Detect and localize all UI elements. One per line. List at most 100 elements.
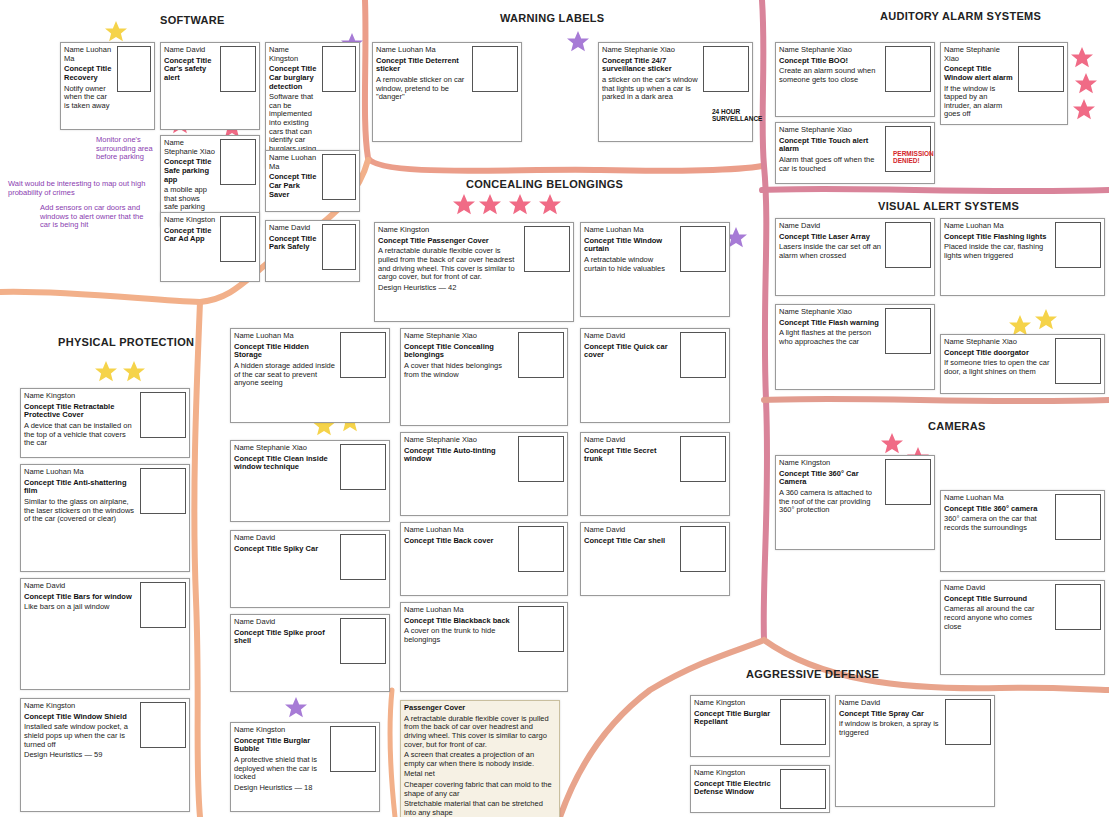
sketch-frame [330, 726, 376, 772]
concept-card: Name DavidConcept Title Park Safely [265, 220, 360, 282]
sketch-frame [1055, 584, 1101, 630]
card-text: if window is broken, a spray is triggere… [839, 720, 941, 737]
author-name: Name Kingston [269, 46, 318, 63]
card-text: If someone tries to open the car door, a… [944, 359, 1051, 376]
concept-card: Name KingstonConcept Title Passenger Cov… [374, 222, 574, 322]
text-column: Name DavidConcept Title Car's safety ale… [164, 46, 216, 83]
concept-card: Name Luohan MaConcept Title Window curta… [580, 222, 730, 317]
author-name: Name Luohan Ma [269, 154, 318, 171]
sketch-frame [885, 126, 931, 172]
sketch-frame [524, 226, 570, 272]
card-text: a sticker on the car's window that light… [602, 76, 699, 102]
concept-title: Concept Title 24/7 surveillance sticker [602, 57, 699, 74]
concept-card: Name Luohan MaConcept Title RecoveryNoti… [60, 42, 155, 130]
card-text: Design Heuristics — 18 [234, 784, 326, 793]
author-name: Name Stephanie Xiao [404, 436, 514, 445]
boundary-line [194, 302, 200, 817]
concept-title: Concept Title Electric Defense Window [694, 780, 776, 797]
text-column: Name KingstonConcept Title Electric Defe… [694, 769, 776, 797]
text-column: Name Stephanie XiaoConcept Title Auto-ti… [404, 436, 514, 464]
card-text: A retractable durable flexible cover is … [378, 247, 520, 282]
concept-title: Concept Title Park Safely [269, 235, 318, 252]
author-name: Name Kingston [694, 699, 776, 708]
card-text: Design Heuristics — 59 [24, 751, 136, 760]
sketch-frame [472, 46, 518, 92]
author-name: Name Stephanie Xiao [944, 338, 1051, 347]
author-name: Name Stephanie Xiao [779, 308, 881, 317]
card-text: Alarm that goes off when the car is touc… [779, 156, 881, 173]
vote-stars [95, 21, 1097, 803]
text-column: Name DavidConcept Title Quick car cover [584, 332, 676, 360]
region-heading: PHYSICAL PROTECTION [58, 336, 194, 349]
concept-card: Name KingstonConcept Title Window Shield… [20, 698, 190, 812]
sketch-frame [885, 222, 931, 268]
concept-card: Name Luohan MaConcept Title Back cover [400, 522, 568, 596]
card-text: A retractable durable flexible cover is … [404, 715, 552, 750]
author-name: Name Luohan Ma [376, 46, 468, 55]
card-text: A 360 camera is attached to the roof of … [779, 489, 881, 515]
text-column: Name Luohan MaConcept Title Hidden Stora… [234, 332, 336, 388]
boundary-line [764, 399, 1109, 401]
sketch-frame [945, 699, 991, 745]
concept-card: Name Luohan MaConcept Title Blackback ba… [400, 602, 568, 692]
card-text: A cover on the trunk to hide belongings [404, 627, 514, 644]
sketch-frame [680, 526, 726, 572]
author-name: Name David [234, 534, 336, 543]
text-column: Name DavidConcept Title Secret trunk [584, 436, 676, 464]
author-name: Name Luohan Ma [944, 494, 1051, 503]
concept-title: Concept Title 360° Car Camera [779, 470, 881, 487]
author-name: Name David [24, 582, 136, 591]
text-column: Name KingstonConcept Title Window Shield… [24, 702, 136, 760]
region-heading: CONCEALING BELONGINGS [466, 178, 623, 191]
concept-title: Concept Title Touch alert alarm [779, 137, 881, 154]
concept-card: Name DavidConcept Title Spike proof shel… [230, 614, 390, 692]
region-heading: AUDITORY ALARM SYSTEMS [880, 10, 1041, 23]
note-text: Add sensors on car doors and windows to … [40, 204, 155, 230]
text-column: Name DavidConcept Title Bars for windowL… [24, 582, 136, 612]
concept-title: Concept Title Window alert alarm [944, 65, 1014, 82]
card-text: A hidden storage added inside of the car… [234, 362, 336, 388]
concept-title: Concept Title Clean inside window techni… [234, 455, 336, 472]
text-column: Name DavidConcept Title Spiky Car [234, 534, 336, 553]
concept-title: Concept Title Spray Car [839, 710, 941, 719]
sketch-frame [885, 46, 931, 92]
card-text: If the window is tapped by an intruder, … [944, 85, 1014, 120]
author-name: Name Stephanie Xiao [779, 46, 881, 55]
sketch-frame [140, 702, 186, 748]
text-column: Name Stephanie XiaoConcept Title doorgat… [944, 338, 1051, 377]
concept-title: Concept Title Spiky Car [234, 545, 336, 554]
concept-title: Concept Title Back cover [404, 537, 514, 546]
text-column: Name KingstonConcept Title Car Ad App [164, 216, 216, 244]
sketch-frame [140, 468, 186, 514]
concept-card: Name Luohan MaConcept Title Car Park Sav… [265, 150, 360, 212]
sketch-frame [340, 618, 386, 664]
concept-title: Concept Title Car Ad App [164, 227, 216, 244]
card-text: Notify owner when the car is taken away [64, 85, 113, 111]
concept-card: Name KingstonConcept Title Electric Defe… [690, 765, 830, 813]
concept-card: Name KingstonConcept Title Burglar Bubbl… [230, 722, 380, 812]
text-column: Name Stephanie XiaoConcept Title BOO!Cre… [779, 46, 881, 85]
text-column: Name Stephanie XiaoConcept Title Flash w… [779, 308, 881, 347]
concept-title: Concept Title Car burglary detection [269, 65, 318, 91]
author-name: Name David [839, 699, 941, 708]
sketch-frame [1055, 338, 1101, 384]
text-column: Name Luohan MaConcept Title Deterrent st… [376, 46, 468, 102]
text-column: Name Stephanie XiaoConcept Title 24/7 su… [602, 46, 699, 102]
text-column: Passenger CoverA retractable durable fle… [404, 704, 552, 817]
card-text: A protective shield that is deployed whe… [234, 756, 326, 782]
sketch-frame [518, 332, 564, 378]
card-text: A device that can be installed on the to… [24, 422, 136, 448]
author-name: Name Kingston [234, 726, 326, 735]
sketch-frame [518, 436, 564, 482]
text-column: Name Luohan MaConcept Title Anti-shatter… [24, 468, 136, 524]
card-text: A removable sticker on car window, prete… [376, 76, 468, 102]
concept-title: Concept Title Car's safety alert [164, 57, 216, 83]
card-text: A light flashes at the person who approa… [779, 329, 881, 346]
author-name: Name Stephanie Xiao [164, 139, 216, 156]
sketch-frame [340, 444, 386, 490]
card-text: Like bars on a jail window [24, 603, 136, 612]
card-text: Metal net [404, 770, 552, 779]
text-column: Name KingstonConcept Title Burglar Repel… [694, 699, 776, 727]
sketch-frame [322, 154, 356, 200]
